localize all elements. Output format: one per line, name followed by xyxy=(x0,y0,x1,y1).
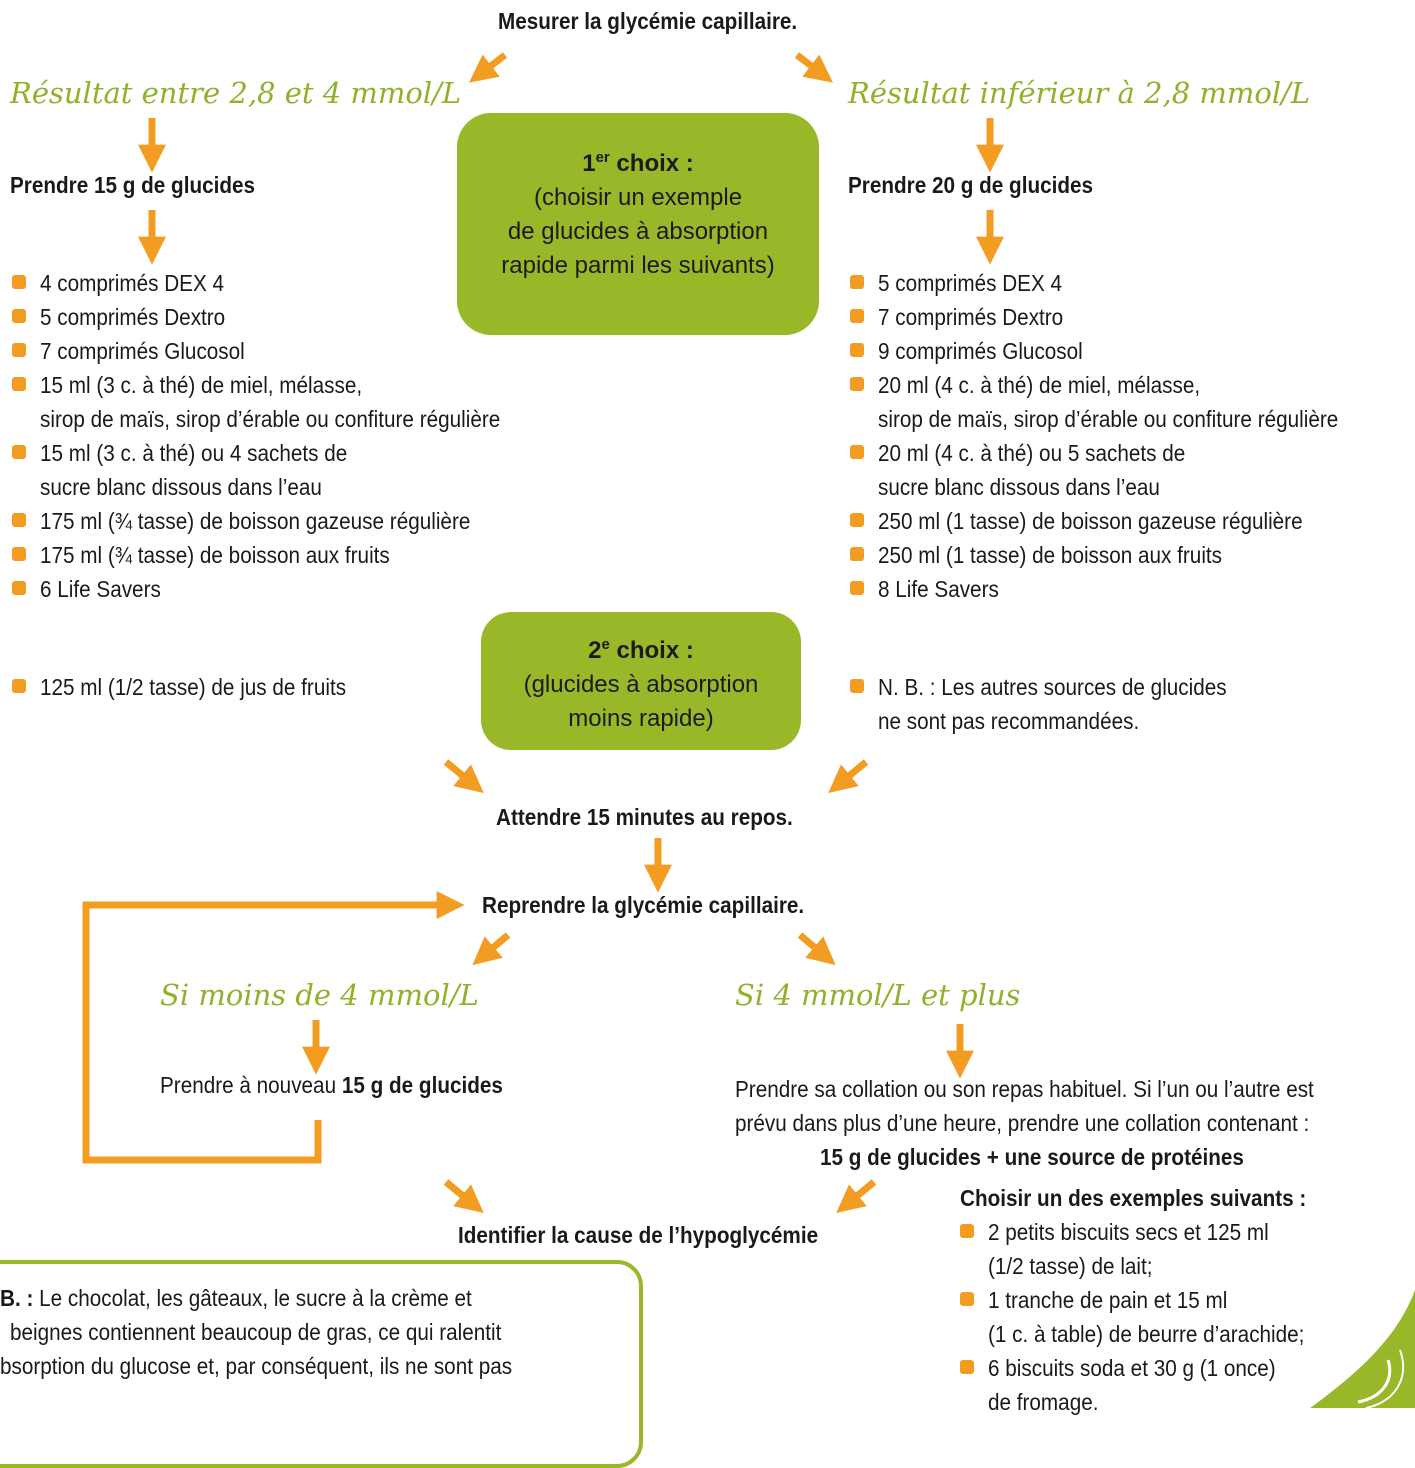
list-item: 175 ml (¾ tasse) de boisson gazeuse régu… xyxy=(12,504,551,538)
second-choice-title: 2e choix : xyxy=(588,636,694,664)
bullet-icon xyxy=(850,513,864,527)
bullet-icon xyxy=(12,581,26,595)
ok-result-label: Si 4 mmol/L et plus xyxy=(735,978,1021,1012)
second-choice-box: 2e choix : (glucides à absorption moins … xyxy=(481,612,801,750)
right-carb-list: 5 comprimés DEX 4 7 comprimés Dextro 9 c… xyxy=(850,266,1389,606)
bullet-icon xyxy=(850,309,864,323)
arrow-identify-left xyxy=(443,1179,484,1213)
note-line-1: B. : Le chocolat, les gâteaux, le sucre … xyxy=(0,1285,472,1311)
list-item: 8 Life Savers xyxy=(850,572,1389,606)
list-item: 250 ml (1 tasse) de boisson gazeuse régu… xyxy=(850,504,1389,538)
right-take-glucides: Prendre 20 g de glucides xyxy=(848,172,1094,198)
arrow-top-right xyxy=(794,52,833,83)
arrow-converge-left xyxy=(443,759,484,793)
loop-back-line xyxy=(82,891,465,1164)
first-choice-title: 1er choix : xyxy=(582,149,694,177)
second-choice-line-1: (glucides à absorption xyxy=(523,671,759,698)
bullet-icon xyxy=(12,513,26,527)
list-item: 15 ml (3 c. à thé) de miel, mélasse,siro… xyxy=(12,368,551,436)
bullet-icon xyxy=(12,445,26,459)
left-take-glucides: Prendre 15 g de glucides xyxy=(10,172,256,198)
flow-arrows xyxy=(82,52,1004,1213)
bullet-icon xyxy=(850,275,864,289)
list-item: 6 Life Savers xyxy=(12,572,551,606)
bullet-icon xyxy=(12,679,26,693)
left-result-label: Résultat entre 2,8 et 4 mmol/L xyxy=(10,76,462,110)
bullet-icon xyxy=(850,445,864,459)
arrow-top-left xyxy=(469,52,508,83)
low-take-again: Prendre à nouveau 15 g de glucides xyxy=(160,1072,503,1098)
list-item: 250 ml (1 tasse) de boisson aux fruits xyxy=(850,538,1389,572)
low-result-label: Si moins de 4 mmol/L xyxy=(160,978,479,1012)
second-choice-line-2: moins rapide) xyxy=(568,705,714,732)
top-title: Mesurer la glycémie capillaire. xyxy=(498,8,798,34)
list-item: 5 comprimés Dextro xyxy=(12,300,551,334)
bullet-icon xyxy=(850,343,864,357)
bullet-icon xyxy=(850,581,864,595)
list-item: 4 comprimés DEX 4 xyxy=(12,266,551,300)
recheck-step: Reprendre la glycémie capillaire. xyxy=(482,892,805,918)
first-choice-line-2: de glucides à absorption xyxy=(507,218,769,245)
ok-line-3: 15 g de glucides + une source de protéin… xyxy=(820,1144,1244,1170)
list-item: 175 ml (¾ tasse) de boisson aux fruits xyxy=(12,538,551,572)
first-choice-line-1: (choisir un exemple xyxy=(533,184,743,211)
list-item: 1 tranche de pain et 15 ml(1 c. à table)… xyxy=(960,1283,1340,1351)
first-choice-box: 1er choix : (choisir un exemple de gluci… xyxy=(457,113,819,335)
list-item: 125 ml (1/2 tasse) de jus de fruits xyxy=(12,670,380,704)
bullet-icon xyxy=(850,679,864,693)
choose-examples-title: Choisir un des exemples suivants : xyxy=(960,1185,1307,1211)
right-result-label: Résultat inférieur à 2,8 mmol/L xyxy=(848,76,1311,110)
corner-swoosh-icon xyxy=(1310,1290,1415,1408)
bullet-icon xyxy=(12,377,26,391)
ok-line-2: prévu dans plus d’une heure, prendre une… xyxy=(735,1110,1310,1136)
first-choice-line-3: rapide parmi les suivants) xyxy=(501,252,775,279)
list-item: 9 comprimés Glucosol xyxy=(850,334,1389,368)
list-item: 7 comprimés Glucosol xyxy=(12,334,551,368)
arrow-recheck-right xyxy=(797,932,836,966)
list-item: 2 petits biscuits secs et 125 ml(1/2 tas… xyxy=(960,1215,1340,1283)
bullet-icon xyxy=(960,1224,974,1238)
left-carb-list: 4 comprimés DEX 4 5 comprimés Dextro 7 c… xyxy=(12,266,551,606)
list-item: 6 biscuits soda et 30 g (1 once)de froma… xyxy=(960,1351,1340,1419)
wait-step: Attendre 15 minutes au repos. xyxy=(496,804,793,830)
identify-cause: Identifier la cause de l’hypoglycémie xyxy=(458,1222,819,1248)
list-item: 20 ml (4 c. à thé) de miel, mélasse,siro… xyxy=(850,368,1389,436)
arrow-converge-right xyxy=(828,759,869,793)
arrow-recheck-left xyxy=(472,932,511,966)
left-second-choice-list: 125 ml (1/2 tasse) de jus de fruits xyxy=(12,670,380,704)
bullet-icon xyxy=(12,547,26,561)
ok-line-1: Prendre sa collation ou son repas habitu… xyxy=(735,1076,1314,1102)
list-item: 7 comprimés Dextro xyxy=(850,300,1389,334)
bullet-icon xyxy=(12,343,26,357)
note-line-2: beignes contiennent beaucoup de gras, ce… xyxy=(10,1319,502,1345)
note-line-3: bsorption du glucose et, par conséquent,… xyxy=(0,1353,513,1379)
bullet-icon xyxy=(960,1360,974,1374)
bullet-icon xyxy=(960,1292,974,1306)
bullet-icon xyxy=(12,309,26,323)
bullet-icon xyxy=(850,547,864,561)
arrow-identify-right xyxy=(836,1179,877,1213)
bullet-icon xyxy=(850,377,864,391)
list-item: 5 comprimés DEX 4 xyxy=(850,266,1389,300)
bullet-icon xyxy=(12,275,26,289)
snack-examples-list: 2 petits biscuits secs et 125 ml(1/2 tas… xyxy=(960,1215,1340,1419)
